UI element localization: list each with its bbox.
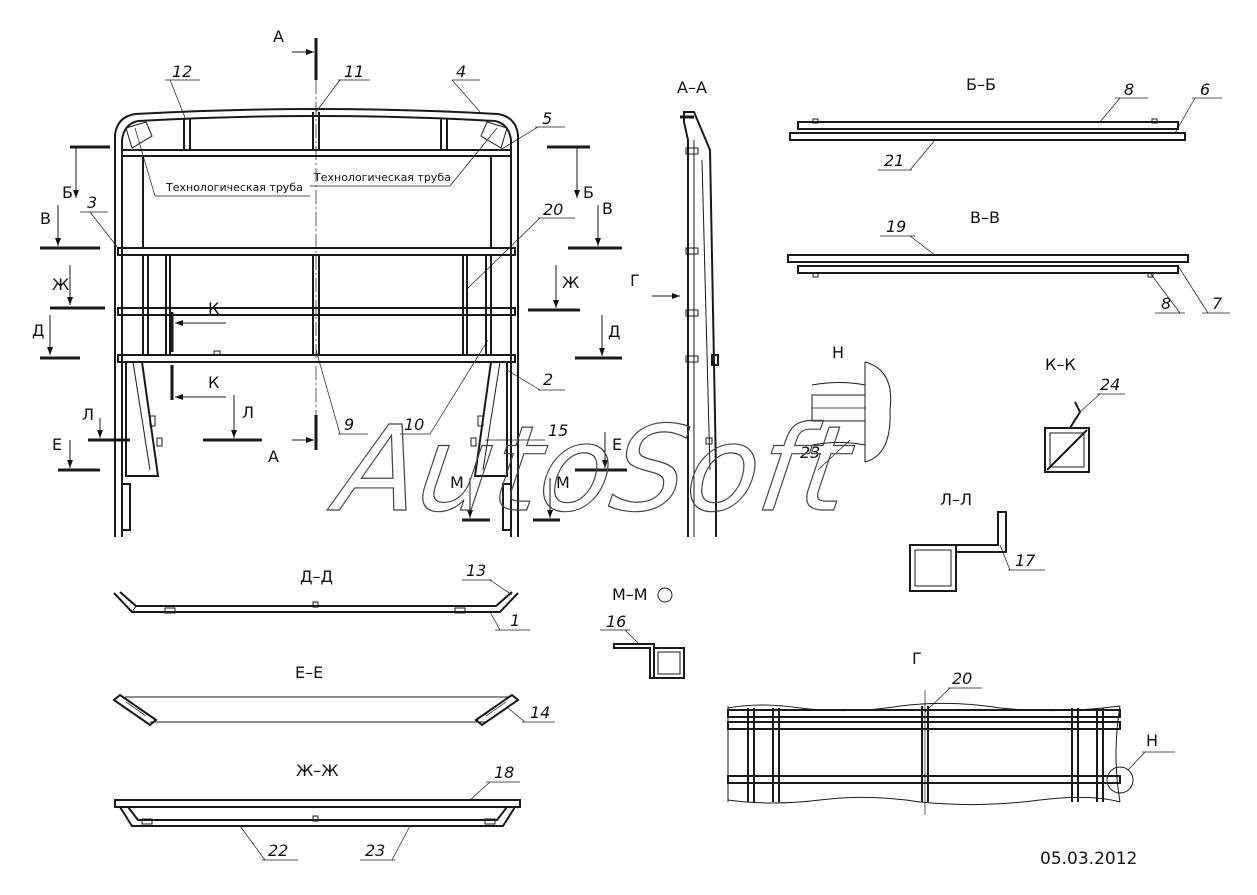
detail-n-circle-icon xyxy=(1106,766,1134,794)
section-k-label-bottom: К xyxy=(208,373,220,392)
section-ee-view: Е–Е 14 xyxy=(112,663,555,727)
section-kk-view: К–К 24 xyxy=(1044,355,1125,473)
section-b-label-right: Б xyxy=(583,183,594,202)
callout-8-vv: 8 xyxy=(1161,294,1171,313)
callout-23: 23 xyxy=(365,841,385,860)
section-ll-view: Л–Л 17 xyxy=(909,490,1045,592)
section-mm-view: М–М 16 xyxy=(600,585,685,679)
tech-pipe-notes: Технологическая труба Технологическая тр… xyxy=(134,127,498,197)
callout-10: 10 xyxy=(404,415,424,434)
main-callouts: 12 11 4 5 3 20 2 9 10 15 xyxy=(80,62,575,441)
section-aa-view: А–А Г xyxy=(630,78,719,537)
section-d-label-left: Д xyxy=(32,321,45,340)
callout-5: 5 xyxy=(542,109,552,128)
callout-4: 4 xyxy=(456,62,466,81)
section-mm-title: М–М xyxy=(612,585,648,604)
section-zh-label-right: Ж xyxy=(562,273,579,292)
rotation-symbol-icon xyxy=(657,587,673,603)
section-m-label-right: М xyxy=(556,473,570,492)
section-k-label-top: К xyxy=(208,299,220,318)
callout-20: 20 xyxy=(543,200,563,219)
section-zhzh-title: Ж–Ж xyxy=(296,761,338,780)
section-a-label-top: А xyxy=(273,27,284,46)
callout-19: 19 xyxy=(886,217,906,236)
callout-21: 21 xyxy=(884,151,904,170)
section-kk-title: К–К xyxy=(1045,355,1076,374)
section-m-label-left: М xyxy=(450,473,464,492)
view-g-arrow-label: Г xyxy=(630,271,640,290)
section-bb-title: Б–Б xyxy=(966,75,996,94)
left-section-markers: Б В Ж Д Л Е К К Л xyxy=(32,145,262,472)
section-vv-view: В–В 19 8 7 xyxy=(787,208,1230,314)
section-aa-title: А–А xyxy=(677,78,707,97)
callout-16: 16 xyxy=(606,612,626,631)
section-vv-title: В–В xyxy=(970,208,1000,227)
section-d-label-right: Д xyxy=(608,322,621,341)
section-e-label-right: Е xyxy=(612,435,622,454)
tech-pipe-note-1: Технологическая труба xyxy=(165,181,303,194)
callout-7: 7 xyxy=(1212,294,1223,313)
section-b-label-left: Б xyxy=(62,183,73,202)
callout-3: 3 xyxy=(87,193,97,212)
section-zhzh-view: Ж–Ж 18 22 23 xyxy=(114,761,521,861)
callout-9: 9 xyxy=(344,415,354,434)
callout-2: 2 xyxy=(543,370,553,389)
detail-n-title: Н xyxy=(832,343,844,362)
section-ll-title: Л–Л xyxy=(940,490,972,509)
callout-6: 6 xyxy=(1200,80,1210,99)
tech-pipe-note-2: Технологическая труба xyxy=(313,171,451,184)
view-g-title: Г xyxy=(912,649,922,668)
detail-n-view: Н 23 xyxy=(800,343,892,471)
section-ee-title: Е–Е xyxy=(295,663,323,682)
callout-8-bb: 8 xyxy=(1124,80,1134,99)
drawing-date: 05.03.2012 xyxy=(1040,849,1137,869)
detail-n-ref-label: Н xyxy=(1146,731,1158,750)
callout-23-detail: 23 xyxy=(800,443,820,462)
callout-24: 24 xyxy=(1100,375,1120,394)
section-l-label-left: Л xyxy=(82,405,94,424)
callout-11: 11 xyxy=(344,62,364,81)
section-v-label-left: В xyxy=(40,209,51,228)
section-a-marker: А А xyxy=(268,27,318,466)
callout-20-g: 20 xyxy=(952,669,972,688)
callout-15: 15 xyxy=(548,421,568,440)
section-zh-label-left: Ж xyxy=(52,275,69,294)
section-a-label-bottom: А xyxy=(268,447,279,466)
callout-17: 17 xyxy=(1015,551,1036,570)
view-g: Г 20 Н xyxy=(727,649,1175,815)
main-frame-view xyxy=(114,80,519,537)
callout-22: 22 xyxy=(268,841,288,860)
right-section-markers: Б В Ж Д Е М М xyxy=(450,145,627,522)
callout-12: 12 xyxy=(172,62,192,81)
section-l-label-inner: Л xyxy=(242,403,254,422)
callout-14: 14 xyxy=(530,703,550,722)
autosoft-watermark: AutoSoft xyxy=(322,401,862,538)
section-bb-view: Б–Б 8 6 21 xyxy=(789,75,1222,171)
callout-1: 1 xyxy=(510,611,520,630)
section-dd-title: Д–Д xyxy=(300,567,333,586)
section-v-label-right: В xyxy=(602,199,613,218)
callout-13: 13 xyxy=(466,561,486,580)
section-dd-view: Д–Д 13 1 xyxy=(113,561,530,631)
callout-18: 18 xyxy=(494,763,514,782)
section-e-label-left: Е xyxy=(52,435,62,454)
